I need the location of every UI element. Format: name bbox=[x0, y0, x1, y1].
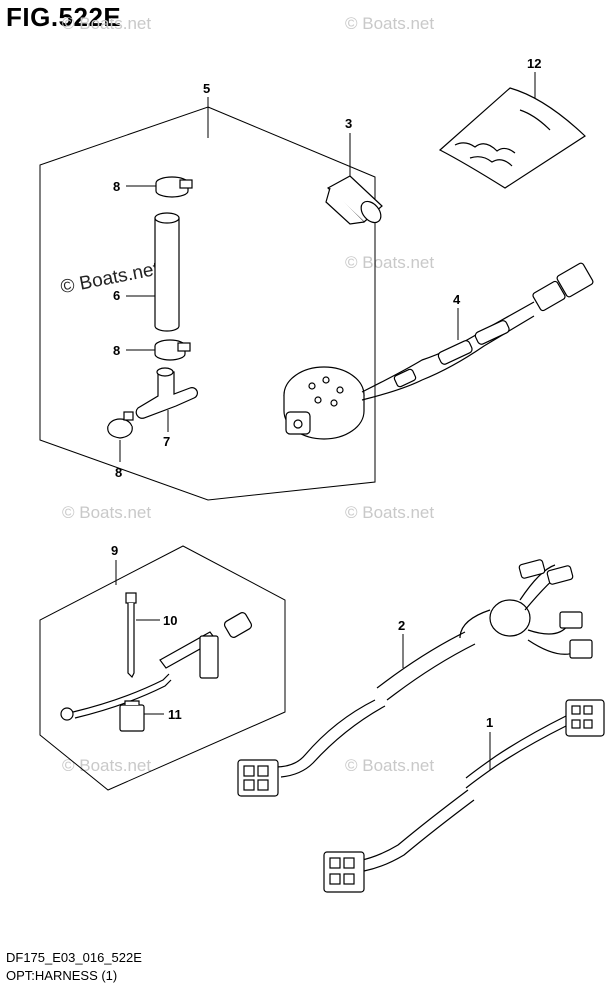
watermark: © Boats.net bbox=[345, 503, 435, 522]
watermark: © Boats.net bbox=[345, 756, 435, 775]
cable-tie-icon bbox=[125, 592, 137, 679]
watermark: © Boats.net bbox=[345, 253, 435, 272]
tee-fitting-icon bbox=[135, 367, 198, 419]
group-9-frame bbox=[39, 545, 286, 791]
group-5-frame bbox=[39, 106, 376, 501]
clamp-icon bbox=[107, 411, 134, 439]
main-harness-icon bbox=[237, 559, 593, 797]
parts-bag-icon bbox=[438, 87, 586, 189]
callout-8-bottom: 8 bbox=[115, 465, 122, 480]
callout-9: 9 bbox=[111, 543, 118, 558]
fitting-icon bbox=[325, 175, 383, 225]
diagram-code: DF175_E03_016_522E bbox=[6, 950, 142, 965]
callout-7: 7 bbox=[163, 434, 170, 449]
callout-10: 10 bbox=[163, 613, 177, 628]
harness-icon bbox=[323, 699, 605, 893]
ground-wire-icon bbox=[60, 612, 253, 721]
callout-2: 2 bbox=[398, 618, 405, 633]
callout-4: 4 bbox=[453, 292, 461, 307]
buzzer-harness-icon bbox=[283, 262, 594, 440]
figure-title: FIG.522E bbox=[6, 2, 122, 32]
hose-icon bbox=[154, 212, 180, 332]
callout-5: 5 bbox=[203, 81, 210, 96]
watermark: © Boats.net bbox=[62, 14, 152, 33]
watermark: © Boats.net bbox=[62, 503, 152, 522]
callout-8-top: 8 bbox=[113, 179, 120, 194]
callout-1: 1 bbox=[486, 715, 493, 730]
clamp-icon bbox=[155, 176, 193, 198]
callout-12: 12 bbox=[527, 56, 541, 71]
callout-3: 3 bbox=[345, 116, 352, 131]
callout-11: 11 bbox=[168, 707, 182, 722]
callout-6: 6 bbox=[113, 288, 120, 303]
diagram-caption: OPT:HARNESS (1) bbox=[6, 968, 118, 983]
watermark: © Boats.net bbox=[345, 14, 435, 33]
connector-clip-icon bbox=[119, 700, 145, 732]
callout-8-middle: 8 bbox=[113, 343, 120, 358]
clamp-icon bbox=[154, 339, 191, 361]
